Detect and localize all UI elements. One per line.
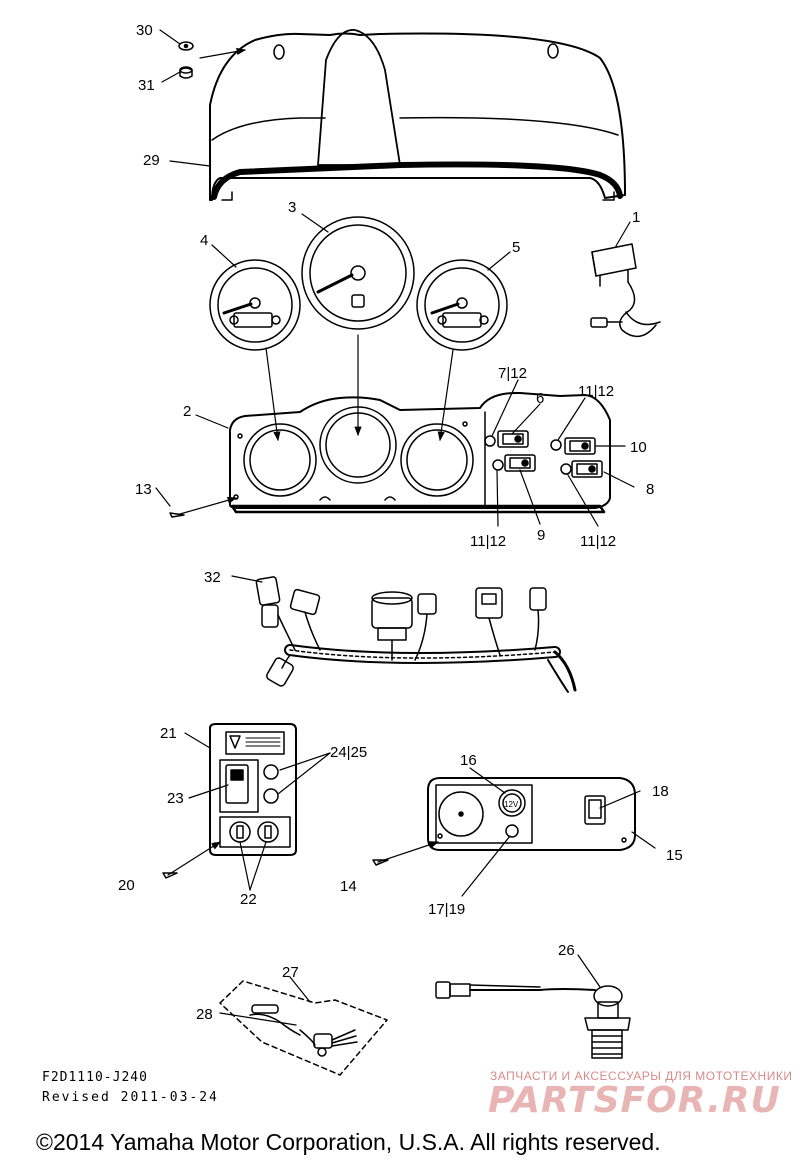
leader-lines bbox=[155, 29, 656, 1026]
callout-23: 23 bbox=[167, 790, 184, 807]
callout-3: 3 bbox=[288, 199, 296, 216]
socket-panel bbox=[427, 777, 636, 851]
callout-24-25: 24|25 bbox=[330, 744, 367, 761]
callout-22: 22 bbox=[240, 891, 257, 908]
gauge-left bbox=[209, 259, 301, 351]
callout-21: 21 bbox=[160, 725, 177, 742]
callout-2: 2 bbox=[183, 403, 191, 420]
callout-11-12-bottom-right: 11|12 bbox=[580, 533, 616, 550]
callout-14: 14 bbox=[340, 878, 357, 895]
sensor bbox=[435, 981, 631, 1059]
callout-5: 5 bbox=[512, 239, 520, 256]
callout-17-19: 17|19 bbox=[428, 901, 465, 918]
switch-9 bbox=[504, 454, 536, 472]
relay bbox=[590, 243, 661, 338]
callout-1: 1 bbox=[632, 209, 640, 226]
revision-date: Revised 2011-03-24 bbox=[42, 1090, 219, 1105]
callout-20: 20 bbox=[118, 877, 135, 894]
nut bbox=[179, 66, 193, 79]
callout-28: 28 bbox=[196, 1006, 213, 1023]
watermark-logo: PARTSFOR.RU bbox=[488, 1080, 781, 1121]
callout-13: 13 bbox=[135, 481, 152, 498]
switch-10 bbox=[564, 437, 596, 455]
watermark-tagline: ЗАПЧАСТИ И АКСЕССУАРЫ ДЛЯ МОТОТЕХНИКИ bbox=[490, 1069, 793, 1083]
callout-15: 15 bbox=[666, 847, 683, 864]
gauge-right bbox=[416, 259, 508, 351]
optional-kit bbox=[219, 980, 388, 1076]
screw-20 bbox=[162, 872, 178, 879]
blank-plugs bbox=[484, 435, 572, 475]
callout-27: 27 bbox=[282, 964, 299, 981]
accessory-panel bbox=[209, 723, 297, 856]
copyright-notice: ©2014 Yamaha Motor Corporation, U.S.A. A… bbox=[36, 1129, 661, 1155]
callout-6: 6 bbox=[536, 390, 544, 407]
gauge-center-speedometer bbox=[301, 216, 415, 330]
callout-labels: 30 31 29 3 4 5 1 2 7|12 6 11|12 10 8 9 1… bbox=[118, 22, 683, 1023]
callout-7-12: 7|12 bbox=[498, 365, 527, 382]
callout-31: 31 bbox=[138, 77, 155, 94]
hood-cover bbox=[209, 29, 626, 201]
switch-8 bbox=[571, 460, 603, 478]
socket-12v-label: 12V bbox=[504, 800, 519, 809]
callout-10: 10 bbox=[630, 439, 647, 456]
switch-6 bbox=[497, 430, 529, 448]
callout-18: 18 bbox=[652, 783, 669, 800]
instrument-panel bbox=[229, 391, 611, 514]
callout-32: 32 bbox=[204, 569, 221, 586]
callout-26: 26 bbox=[558, 942, 575, 959]
callout-11-12-bottom-left: 11|12 bbox=[470, 533, 506, 550]
screw-13 bbox=[169, 512, 185, 518]
callout-8: 8 bbox=[646, 481, 654, 498]
callout-29: 29 bbox=[143, 152, 160, 169]
drawing-code: F2D1110-J240 bbox=[42, 1070, 148, 1085]
callout-4: 4 bbox=[200, 232, 208, 249]
callout-9: 9 bbox=[537, 527, 545, 544]
callout-16: 16 bbox=[460, 752, 477, 769]
wiring-harness bbox=[255, 576, 577, 693]
callout-30: 30 bbox=[136, 22, 153, 39]
callout-11-12-top: 11|12 bbox=[578, 383, 614, 400]
washer bbox=[178, 41, 194, 51]
